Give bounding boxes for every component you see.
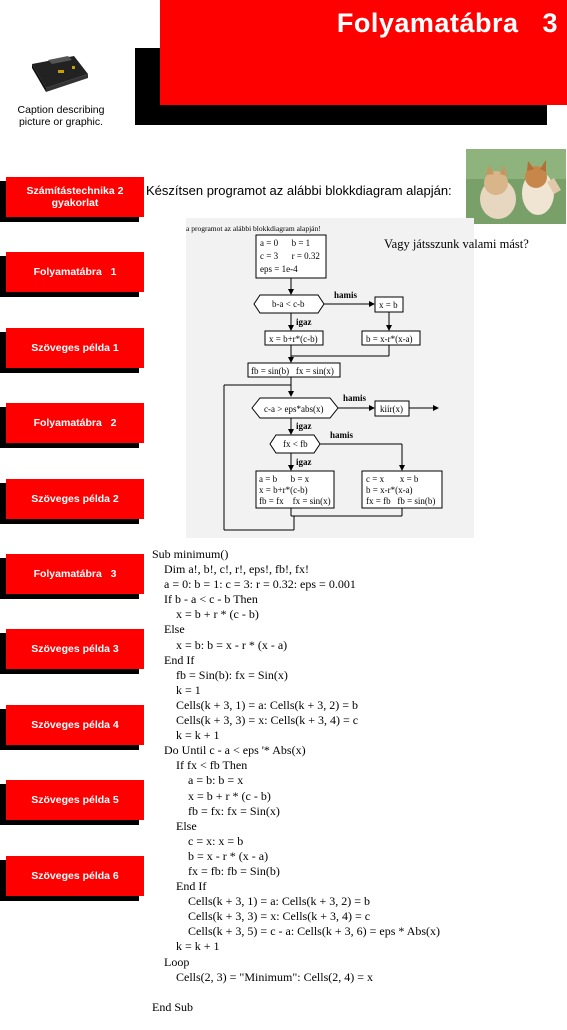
code-line: k = 1 (152, 682, 201, 697)
svg-text:c-a > eps*abs(x): c-a > eps*abs(x) (264, 404, 324, 414)
code-line: End If (152, 652, 195, 667)
code-line: a = b: b = x (152, 773, 244, 788)
kittens-picture[interactable] (466, 149, 566, 224)
intro-text: Készítsen programot az alábbi blokkdiagr… (146, 183, 452, 198)
code-line: End Sub (152, 999, 194, 1014)
code-line: Cells(2, 3) = "Minimum": Cells(2, 4) = x (152, 969, 373, 984)
code-line: fb = fx: fx = Sin(x) (152, 803, 280, 818)
code-line: If fx < fb Then (152, 758, 248, 773)
flowchart-diagram: a programot az alábbi blokkdiagram alapj… (186, 218, 474, 538)
svg-text:fb = sin(b) fx = sin(x): fb = sin(b) fx = sin(x) (251, 366, 334, 376)
svg-text:kiír(x): kiír(x) (380, 404, 403, 414)
nav-button-szoveges-3[interactable]: Szöveges példa 3 (0, 629, 144, 674)
svg-text:fx < fb: fx < fb (283, 439, 308, 449)
code-line: Cells(k + 3, 3) = x: Cells(k + 3, 4) = c (152, 713, 359, 728)
code-line: x = b + r * (c - b) (152, 607, 259, 622)
nav-button-szoveges-4[interactable]: Szöveges példa 4 (0, 705, 144, 750)
page-title: Folyamatábra 3 (336, 8, 558, 38)
svg-text:x = b+r*(c-b): x = b+r*(c-b) (259, 485, 308, 495)
nav-button-szoveges-5[interactable]: Szöveges példa 5 (0, 780, 144, 825)
svg-text:hamis: hamis (334, 290, 358, 300)
code-line (152, 985, 440, 1000)
picture-caption: Caption describing picture or graphic. (17, 104, 105, 128)
code-line: If b - a < c - b Then (152, 592, 258, 607)
nav-button-folyamatabra-1[interactable]: Folyamatábra 1 (0, 252, 144, 297)
svg-text:b-a < c-b: b-a < c-b (272, 299, 305, 309)
code-line: k = k + 1 (152, 728, 220, 743)
nav-button-folyamatabra-2[interactable]: Folyamatábra 2 (0, 403, 144, 448)
alternative-text: Vagy játsszunk valami mást? (384, 237, 529, 251)
svg-text:fx = fb fb = sin(b): fx = fb fb = sin(b) (366, 496, 435, 506)
code-line: Else (152, 622, 185, 637)
nav-button-szoveges-2[interactable]: Szöveges példa 2 (0, 479, 144, 524)
svg-text:a = b b = x: a = b b = x (259, 474, 310, 484)
svg-text:eps = 1e-4: eps = 1e-4 (260, 264, 298, 274)
code-line: Sub minimum() (152, 547, 229, 561)
svg-text:x = b: x = b (379, 300, 398, 310)
svg-text:c = x x = b: c = x x = b (366, 474, 419, 484)
svg-text:igaz: igaz (296, 421, 312, 431)
code-line: x = b: b = x - r * (x - a) (152, 637, 288, 652)
code-line: Cells(k + 3, 3) = x: Cells(k + 3, 4) = c (152, 909, 371, 924)
nav-button-szoveges-6[interactable]: Szöveges példa 6 (0, 856, 144, 901)
code-line: c = x: x = b (152, 833, 244, 848)
code-line: Cells(k + 3, 5) = c - a: Cells(k + 3, 6)… (152, 924, 441, 939)
nav-button-folyamatabra-3[interactable]: Folyamatábra 3 (0, 554, 144, 599)
svg-text:a = 0 b = 1: a = 0 b = 1 (260, 238, 310, 248)
code-listing: Sub minimum() Dim a!, b!, c!, r!, eps!, … (152, 547, 440, 1015)
svg-text:igaz: igaz (296, 457, 312, 467)
code-line: Cells(k + 3, 1) = a: Cells(k + 3, 2) = b (152, 894, 371, 909)
svg-text:b = x-r*(x-a): b = x-r*(x-a) (366, 485, 413, 495)
code-line: k = k + 1 (152, 939, 220, 954)
code-line: fb = Sin(b): fx = Sin(x) (152, 667, 288, 682)
code-line: Do Until c - a < eps '* Abs(x) (152, 743, 306, 758)
code-line: Loop (152, 954, 190, 969)
svg-text:fb = fx fx = sin(x): fb = fx fx = sin(x) (259, 496, 331, 506)
briefcase-icon (32, 56, 88, 92)
code-line: a = 0: b = 1: c = 3: r = 0.32: eps = 0.0… (152, 577, 356, 592)
code-line: x = b + r * (c - b) (152, 788, 271, 803)
flowchart-header: a programot az alábbi blokkdiagram alapj… (186, 224, 321, 233)
svg-text:igaz: igaz (296, 317, 312, 327)
svg-text:b = x-r*(x-a): b = x-r*(x-a) (366, 334, 413, 344)
svg-text:hamis: hamis (330, 430, 354, 440)
code-line: Else (152, 818, 197, 833)
code-line: b = x - r * (x - a) (152, 848, 269, 863)
code-line: End If (152, 879, 207, 894)
code-line: fx = fb: fb = Sin(b) (152, 863, 280, 878)
svg-text:c = 3 r = 0.32: c = 3 r = 0.32 (260, 251, 320, 261)
code-line: Cells(k + 3, 1) = a: Cells(k + 3, 2) = b (152, 697, 359, 712)
nav-button-szoveges-1[interactable]: Szöveges példa 1 (0, 328, 144, 373)
svg-text:hamis: hamis (343, 393, 367, 403)
header-banner (160, 0, 567, 105)
code-line: Dim a!, b!, c!, r!, eps!, fb!, fx! (152, 562, 309, 577)
svg-text:x = b+r*(c-b): x = b+r*(c-b) (269, 334, 318, 344)
